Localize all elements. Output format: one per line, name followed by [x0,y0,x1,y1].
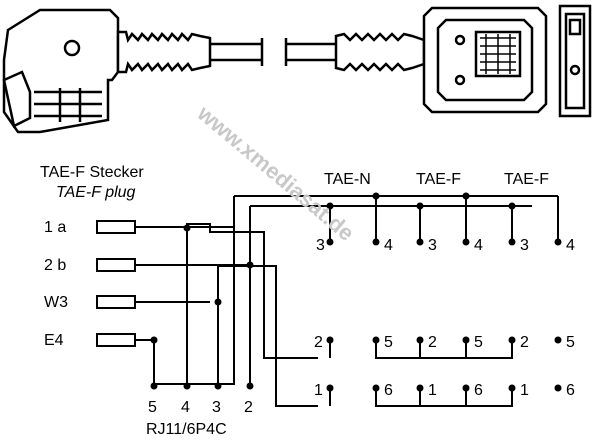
term-bot-6: 6 [566,382,575,399]
socket-header-2: TAE-F [416,171,461,188]
term-mid-1: 2 [314,334,323,351]
plug-contact-4 [96,333,136,347]
plug-contacts [96,220,136,347]
term-top-3: 3 [428,237,437,254]
plug-pin-label-1: 1 a [44,219,66,236]
term-top-5: 3 [520,237,529,254]
term-top-4: 4 [474,237,483,254]
cable-illustration [210,32,426,72]
socket-header-1: TAE-N [324,171,371,188]
term-mid-3: 2 [428,334,437,351]
socket-terminal-labels: 3 4 3 4 3 4 2 5 2 5 2 5 1 6 1 6 1 6 [314,237,575,399]
wiring-lines [135,195,559,407]
term-top-6: 4 [566,237,575,254]
term-bot-4: 6 [474,382,483,399]
term-bot-1: 1 [314,382,323,399]
plug-pin-label-2: 2 b [44,257,66,274]
term-bot-2: 6 [384,382,393,399]
term-bot-3: 1 [428,382,437,399]
tae-f-plug-illustration [2,8,212,134]
socket-header-3: TAE-F [504,171,549,188]
rj11-labels: 5 4 3 2 RJ11/6P4C [146,399,253,438]
term-mid-5: 2 [520,334,529,351]
rj11-pin-2: 2 [244,399,253,416]
plug-pin-label-3: W3 [44,294,68,311]
term-top-2: 4 [384,237,393,254]
rj11-label: RJ11/6P4C [146,421,227,438]
term-bot-5: 1 [520,382,529,399]
plug-contact-1 [96,220,136,234]
term-mid-6: 5 [566,334,575,351]
term-mid-4: 5 [474,334,483,351]
plug-contact-3 [96,295,136,309]
rj11-pin-5: 5 [148,399,157,416]
rj11-pin-3: 3 [212,399,221,416]
plug-title: TAE-F Stecker [40,164,144,181]
junction-dots [150,192,562,392]
tae-adapter-illustration [422,4,592,118]
term-mid-2: 5 [384,334,393,351]
plug-subtitle: TAE-F plug [56,184,136,201]
rj11-pin-4: 4 [181,399,190,416]
term-top-1: 3 [316,237,325,254]
plug-contact-2 [96,258,136,272]
plug-pin-label-4: E4 [44,332,64,349]
